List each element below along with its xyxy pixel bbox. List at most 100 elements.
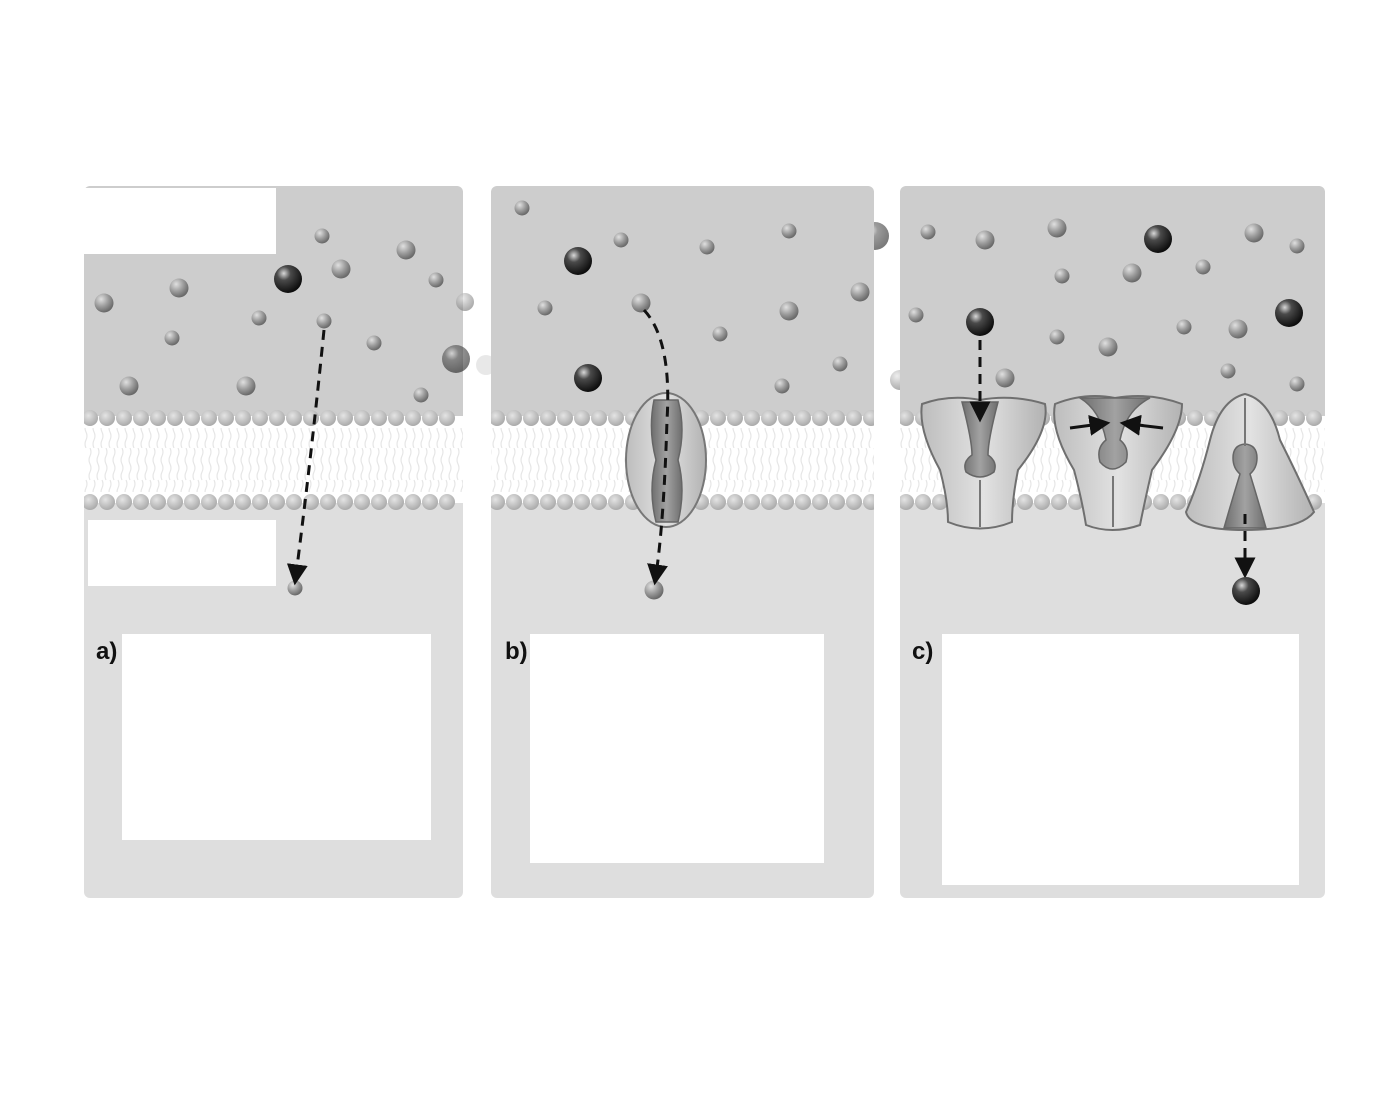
lipid-head xyxy=(557,410,573,426)
lipid-head xyxy=(829,410,845,426)
lipid-head xyxy=(286,410,302,426)
lipid-head xyxy=(99,494,115,510)
lipid-head xyxy=(932,494,948,510)
lipid-head xyxy=(1017,494,1033,510)
lipid-head xyxy=(201,494,217,510)
lipid-head xyxy=(846,410,862,426)
lipid-head xyxy=(439,494,455,510)
lipid-head xyxy=(523,494,539,510)
lipid-head xyxy=(235,410,251,426)
lipid-head xyxy=(710,410,726,426)
lipid-head xyxy=(286,494,302,510)
lipid-head xyxy=(540,494,556,510)
lipid-head xyxy=(846,494,862,510)
lipid-head xyxy=(218,494,234,510)
lipid-head xyxy=(1170,494,1186,510)
lipid-heads-bottom xyxy=(84,494,455,510)
large-solute-icon xyxy=(564,247,602,392)
panel-label-a: a) xyxy=(96,638,118,665)
lipid-head xyxy=(1272,410,1288,426)
lipid-head xyxy=(201,410,217,426)
lipid-head xyxy=(388,494,404,510)
lipid-head xyxy=(1187,410,1203,426)
lipid-head xyxy=(795,494,811,510)
lipid-head xyxy=(252,410,268,426)
lipid-head xyxy=(591,494,607,510)
carrier-protein-closing xyxy=(1053,395,1184,531)
panel-c xyxy=(900,186,1325,898)
inside-label-box[interactable] xyxy=(88,520,276,586)
lipid-head xyxy=(337,494,353,510)
lipid-head xyxy=(915,494,931,510)
lipid-head xyxy=(371,494,387,510)
carrier-protein-open-outside xyxy=(920,308,1047,530)
lipid-head xyxy=(116,494,132,510)
lipid-head xyxy=(388,410,404,426)
lipid-head xyxy=(506,410,522,426)
panel-a xyxy=(84,186,463,898)
panel-label-b: b) xyxy=(505,638,528,665)
lipid-head xyxy=(1051,494,1067,510)
lipid-head xyxy=(829,494,845,510)
lipid-head xyxy=(269,410,285,426)
lipid-head xyxy=(1153,494,1169,510)
lipid-head xyxy=(184,410,200,426)
lipid-head xyxy=(84,494,98,510)
lipid-head xyxy=(320,410,336,426)
lipid-head xyxy=(812,494,828,510)
lipid-head xyxy=(99,410,115,426)
lipid-head xyxy=(150,494,166,510)
lipid-head xyxy=(218,410,234,426)
lipid-head xyxy=(116,410,132,426)
large-solute-icon xyxy=(274,265,302,293)
lipid-head xyxy=(84,410,98,426)
lipid-head xyxy=(303,410,319,426)
lipid-head xyxy=(591,410,607,426)
answer-box-a[interactable] xyxy=(122,634,431,840)
lipid-head xyxy=(1034,494,1050,510)
panel-b xyxy=(491,186,874,898)
lipid-head xyxy=(320,494,336,510)
lipid-head xyxy=(761,410,777,426)
lipid-head xyxy=(133,494,149,510)
lipid-head xyxy=(439,410,455,426)
lipid-head xyxy=(608,410,624,426)
lipid-heads-top xyxy=(84,410,455,426)
lipid-head xyxy=(167,410,183,426)
lipid-head xyxy=(269,494,285,510)
lipid-head xyxy=(405,410,421,426)
lipid-head xyxy=(422,410,438,426)
lipid-head xyxy=(184,494,200,510)
lipid-head xyxy=(1289,410,1305,426)
lipid-head xyxy=(506,494,522,510)
lipid-head xyxy=(1306,410,1322,426)
lipid-head xyxy=(727,494,743,510)
answer-box-c[interactable] xyxy=(942,634,1299,885)
outside-label-box[interactable] xyxy=(84,188,276,254)
lipid-head xyxy=(900,410,914,426)
large-solute-icon xyxy=(1144,225,1303,327)
dashed-arrow-icon xyxy=(286,329,326,586)
lipid-head xyxy=(710,494,726,510)
answer-box-b[interactable] xyxy=(530,634,824,863)
lipid-head xyxy=(354,494,370,510)
small-solute-icon xyxy=(908,218,1305,392)
lipid-head xyxy=(523,410,539,426)
extracellular-space xyxy=(491,186,874,416)
lipid-head xyxy=(422,494,438,510)
lipid-head xyxy=(371,410,387,426)
lipid-head xyxy=(900,494,914,510)
extracellular-space xyxy=(900,186,1325,416)
lipid-head xyxy=(744,410,760,426)
lipid-head xyxy=(863,494,874,510)
lipid-head xyxy=(167,494,183,510)
lipid-head xyxy=(133,410,149,426)
lipid-head xyxy=(491,410,505,426)
lipid-head xyxy=(812,410,828,426)
lipid-head xyxy=(795,410,811,426)
carrier-protein-open-inside xyxy=(1184,392,1316,605)
lipid-head xyxy=(405,494,421,510)
lipid-head xyxy=(744,494,760,510)
lipid-head xyxy=(491,494,505,510)
lipid-head xyxy=(540,410,556,426)
